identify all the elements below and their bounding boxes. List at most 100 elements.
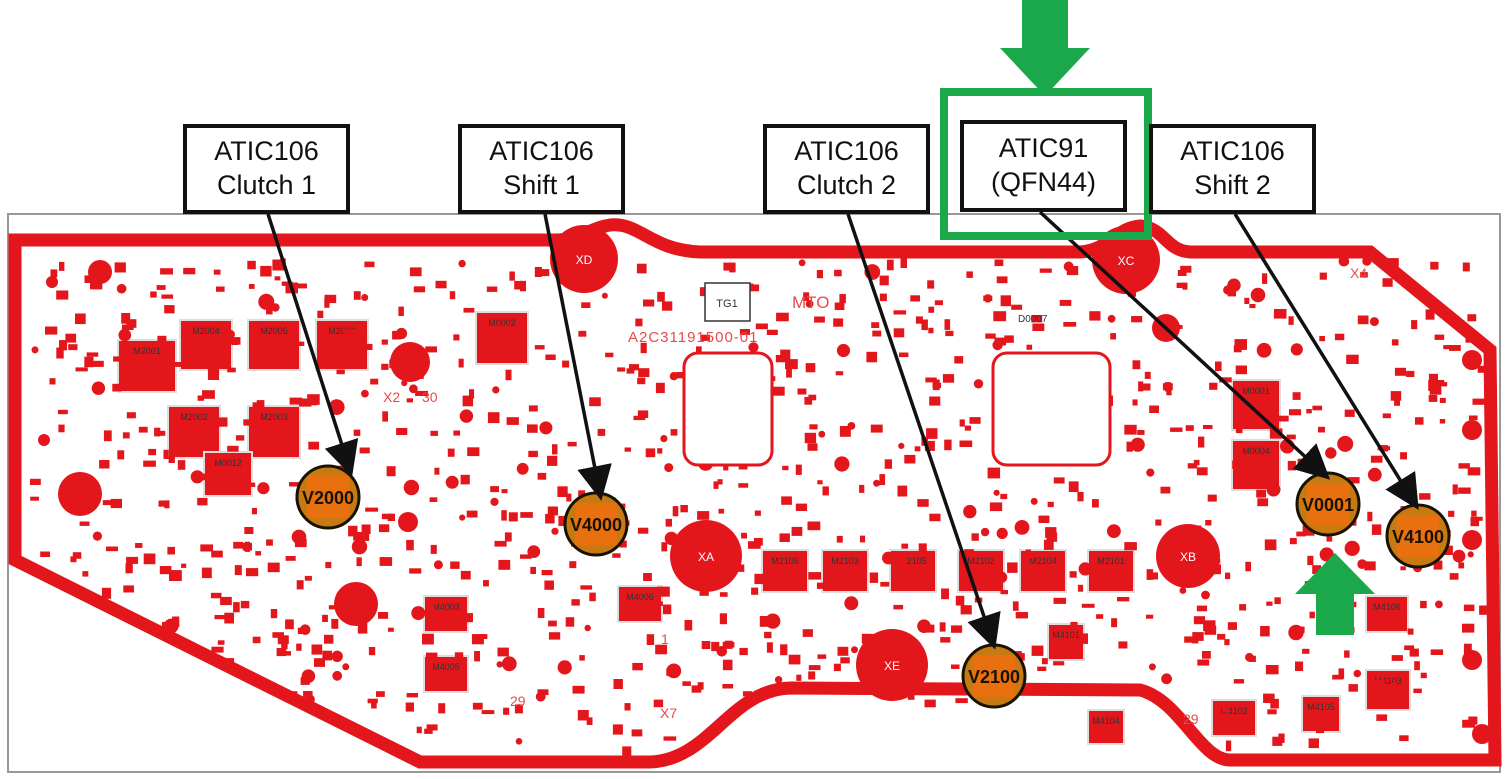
smd-component [183,267,196,275]
smd-component [528,450,538,458]
smd-component [504,532,512,542]
smd-component [612,553,621,558]
smd-component [1289,409,1302,416]
smd-component [508,512,518,522]
smd-component [684,620,693,631]
smd-component [643,573,652,581]
smd-component [676,372,686,379]
smd-component [1239,604,1247,611]
smd-component [450,561,460,569]
chip-label: V4000 [570,515,622,535]
smd-component [1045,527,1057,538]
via-pad [774,676,783,684]
smd-component [1357,315,1369,325]
smd-component [197,497,208,506]
smd-component [1057,641,1063,646]
smd-component [169,549,175,554]
smd-component [1096,614,1104,619]
smd-component [1400,566,1406,571]
green-arrow-down-icon [1000,0,1090,96]
smd-component [1192,632,1204,641]
via-pad [963,504,977,519]
smd-component [201,567,212,579]
smd-component [1187,463,1198,469]
mounting-hole [398,512,418,532]
smd-component [460,570,471,580]
smd-component [514,704,523,714]
callout-line2: Shift 2 [1194,170,1271,200]
via-pad [539,421,553,435]
via-pad [1362,256,1372,266]
smd-component [126,556,139,564]
smd-component [466,613,473,623]
smd-component [871,322,880,328]
smd-component [469,389,475,399]
smd-component [1092,499,1099,508]
smd-component [586,717,593,725]
smd-component [833,318,844,327]
smd-component [795,464,802,475]
smd-component [409,267,422,277]
smd-component [466,510,478,518]
module-label: M0004 [1242,446,1270,456]
via-pad [271,303,280,312]
via-pad [291,529,307,545]
smd-component [101,587,112,599]
smd-component [921,319,928,331]
smd-component [386,466,396,477]
via-pad [660,435,668,443]
smd-component [893,328,905,338]
smd-component [1209,382,1218,390]
smd-component [463,307,475,313]
smd-component [1344,409,1355,417]
smd-component [987,467,1001,479]
smd-component [409,345,417,356]
smd-component [766,642,773,653]
smd-component [124,374,133,381]
smd-component [964,425,972,431]
mounting-hole [46,276,58,288]
smd-component [759,616,770,627]
smd-component [1360,272,1368,278]
smd-component [1448,510,1455,517]
smd-component [156,285,166,290]
chip-v4000: V4000 [563,491,629,557]
smd-component [317,310,324,319]
smd-component [472,702,483,710]
smd-component [1319,272,1327,280]
smd-component [389,359,397,369]
callout-line1: ATIC106 [1180,136,1285,167]
smd-component [1443,345,1450,350]
smd-component [295,283,307,289]
smd-component [233,602,240,613]
smd-component [1224,639,1230,646]
smd-component [779,533,790,542]
smd-component [665,518,672,527]
smd-component [897,485,908,497]
smd-component [579,655,585,661]
smd-component [154,427,161,437]
smd-component [741,532,747,539]
smd-component [928,306,935,313]
smd-component [1430,649,1444,655]
via-pad [1245,652,1254,662]
leader-lines [266,210,1419,650]
smd-component [1152,572,1158,580]
via-pad [226,329,235,339]
smd-component [713,481,719,489]
smd-component [548,632,561,640]
smd-component [926,428,938,439]
via-pad [1148,663,1156,671]
smd-component [1458,562,1465,569]
smd-component [814,682,823,688]
via-pad [351,539,368,555]
smd-component [663,736,677,741]
smd-component [1391,339,1399,346]
smd-component [788,654,801,665]
smd-component [738,564,745,572]
smd-component [434,467,440,475]
callout-line1: ATIC106 [489,136,594,167]
atic91-highlight-box [940,88,1152,240]
module-pad [203,451,253,497]
